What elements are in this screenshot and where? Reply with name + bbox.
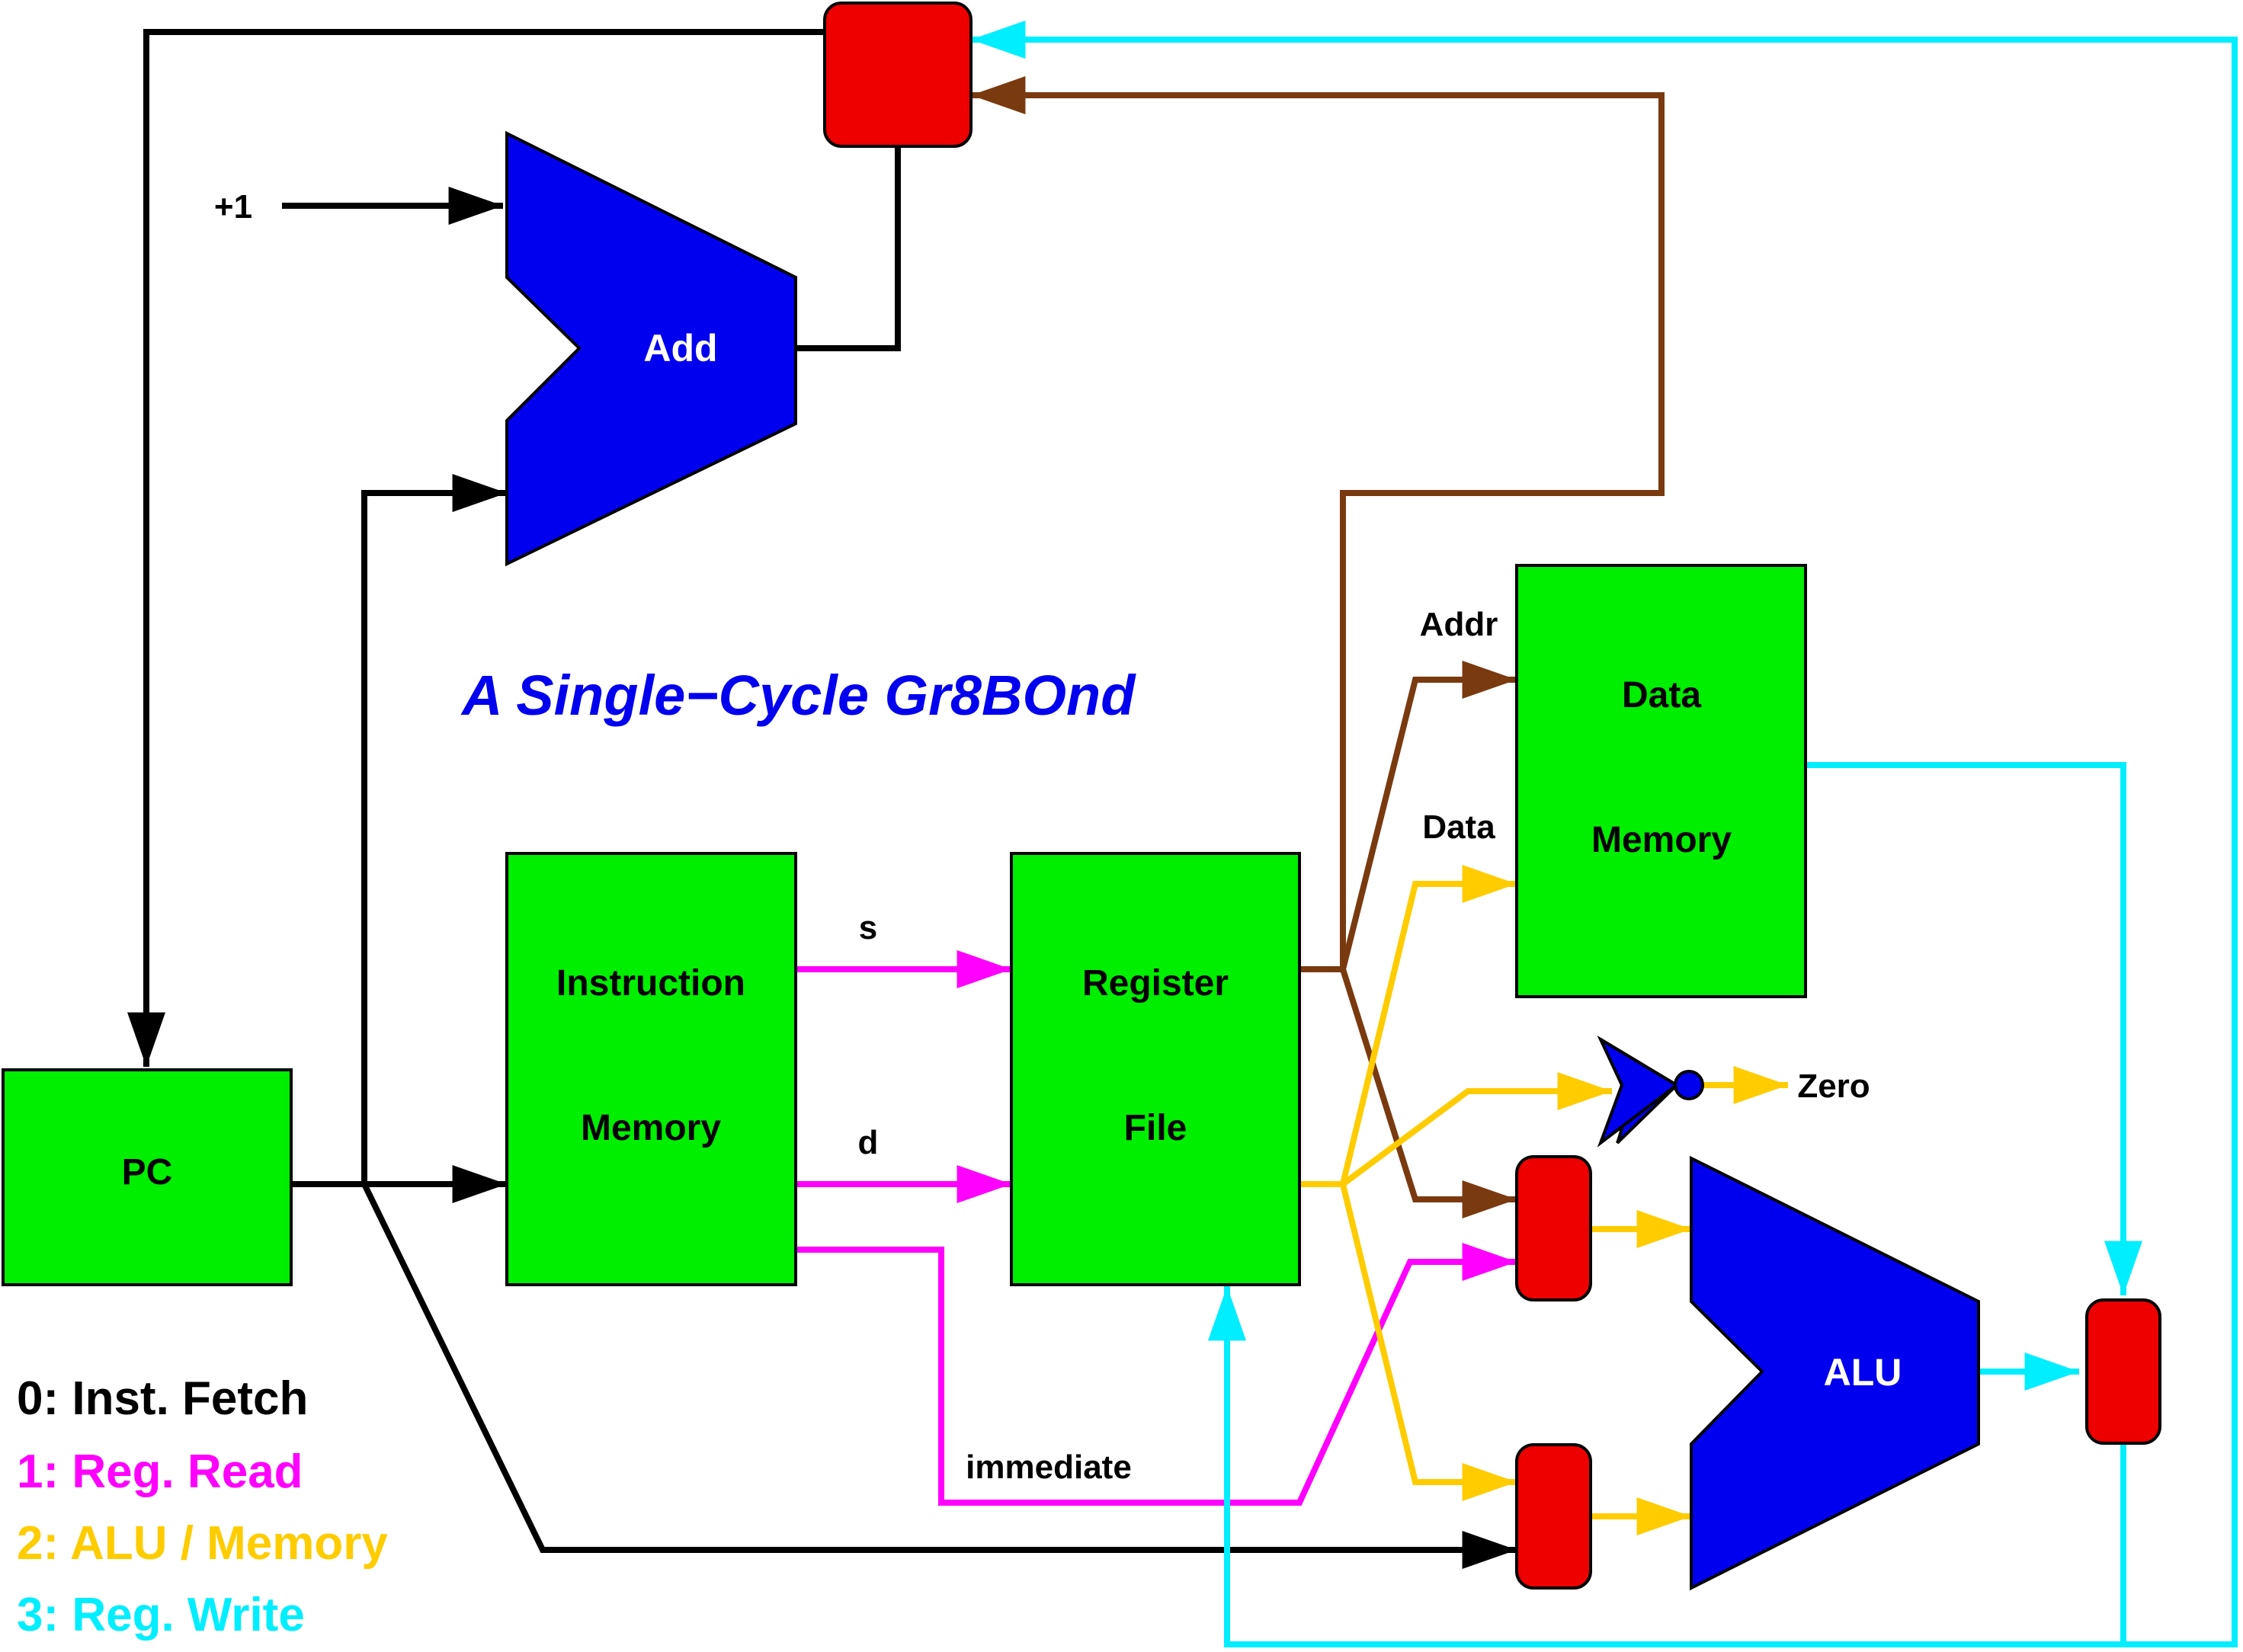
pc-to-alu-mux-wire: [361, 1183, 1517, 1569]
data-memory-label-line1: Data: [1622, 675, 1701, 716]
instruction-memory-label-line1: Instruction: [556, 963, 745, 1004]
plus-one-label: +1: [214, 188, 252, 226]
pc-label: PC: [122, 1152, 173, 1193]
writeback-wire: [1208, 1286, 2126, 1647]
data-wire: [1299, 865, 1517, 1187]
zero-input-wire: [1341, 1072, 1612, 1187]
branch-wires: [971, 76, 1665, 1218]
reg-read-wires: [796, 950, 1517, 1506]
instruction-memory: Instruction Memory: [505, 852, 797, 1286]
fetch-wires: [127, 29, 1517, 1569]
legend-item-alu-memory: 2: ALU / Memory: [17, 1517, 388, 1570]
branch-target-wire: [971, 76, 1665, 972]
alu-lower-input-mux: [1515, 1443, 1592, 1590]
reg-to-upper-mux-wire: [1340, 968, 1517, 1218]
immediate-label: immediate: [966, 1449, 1132, 1486]
legend-item-inst-fetch: 0: Inst. Fetch: [17, 1372, 308, 1425]
reg-to-lower-mux-wire: [1340, 1183, 1517, 1501]
zero-label: Zero: [1797, 1068, 1870, 1105]
legend-item-reg-read: 1: Reg. Read: [17, 1446, 303, 1498]
register-file-label-line2: File: [1124, 1108, 1187, 1148]
adder-label: Add: [643, 327, 717, 370]
data-memory-label-line2: Memory: [1591, 820, 1732, 860]
reg-write-wires: [971, 21, 2238, 1647]
data-memory: Data Memory: [1515, 564, 1807, 998]
adder-output-wire: [796, 146, 901, 351]
alu-memory-wires: [1299, 865, 1788, 1535]
s-label: s: [859, 909, 877, 946]
next-pc-wire: [127, 29, 825, 1067]
register-file-label-line1: Register: [1082, 963, 1229, 1004]
zero-detect-gate: [1597, 1035, 1704, 1148]
adder-unit: Add: [505, 130, 797, 567]
next-pc-mux: [823, 2, 973, 148]
addr-wire: [1340, 661, 1517, 970]
inverter-bubble-icon: [1674, 1070, 1704, 1100]
diagram-title: A Single−Cycle Gr8BOnd: [460, 664, 1136, 727]
alu-upper-input-mux: [1515, 1155, 1592, 1301]
memory-output-wire: [1806, 762, 2142, 1295]
addr-label: Addr: [1420, 606, 1498, 643]
instruction-memory-label-line2: Memory: [581, 1108, 721, 1148]
alu-label: ALU: [1824, 1351, 1902, 1394]
alu-unit: ALU: [1690, 1155, 1980, 1591]
d-label: d: [858, 1124, 879, 1161]
data-label: Data: [1422, 808, 1495, 846]
branch-feedback-wire: [971, 21, 2238, 1647]
legend-item-reg-write: 3: Reg. Write: [17, 1589, 305, 1641]
register-file: Register File: [1010, 852, 1301, 1286]
pc-to-adder-wire: [361, 474, 507, 1184]
stage-legend: 0: Inst. Fetch 1: Reg. Read 2: ALU / Mem…: [17, 1372, 388, 1641]
pc-register: PC: [2, 1068, 293, 1286]
writeback-mux: [2085, 1298, 2161, 1445]
immediate-wire: [796, 1243, 1517, 1506]
